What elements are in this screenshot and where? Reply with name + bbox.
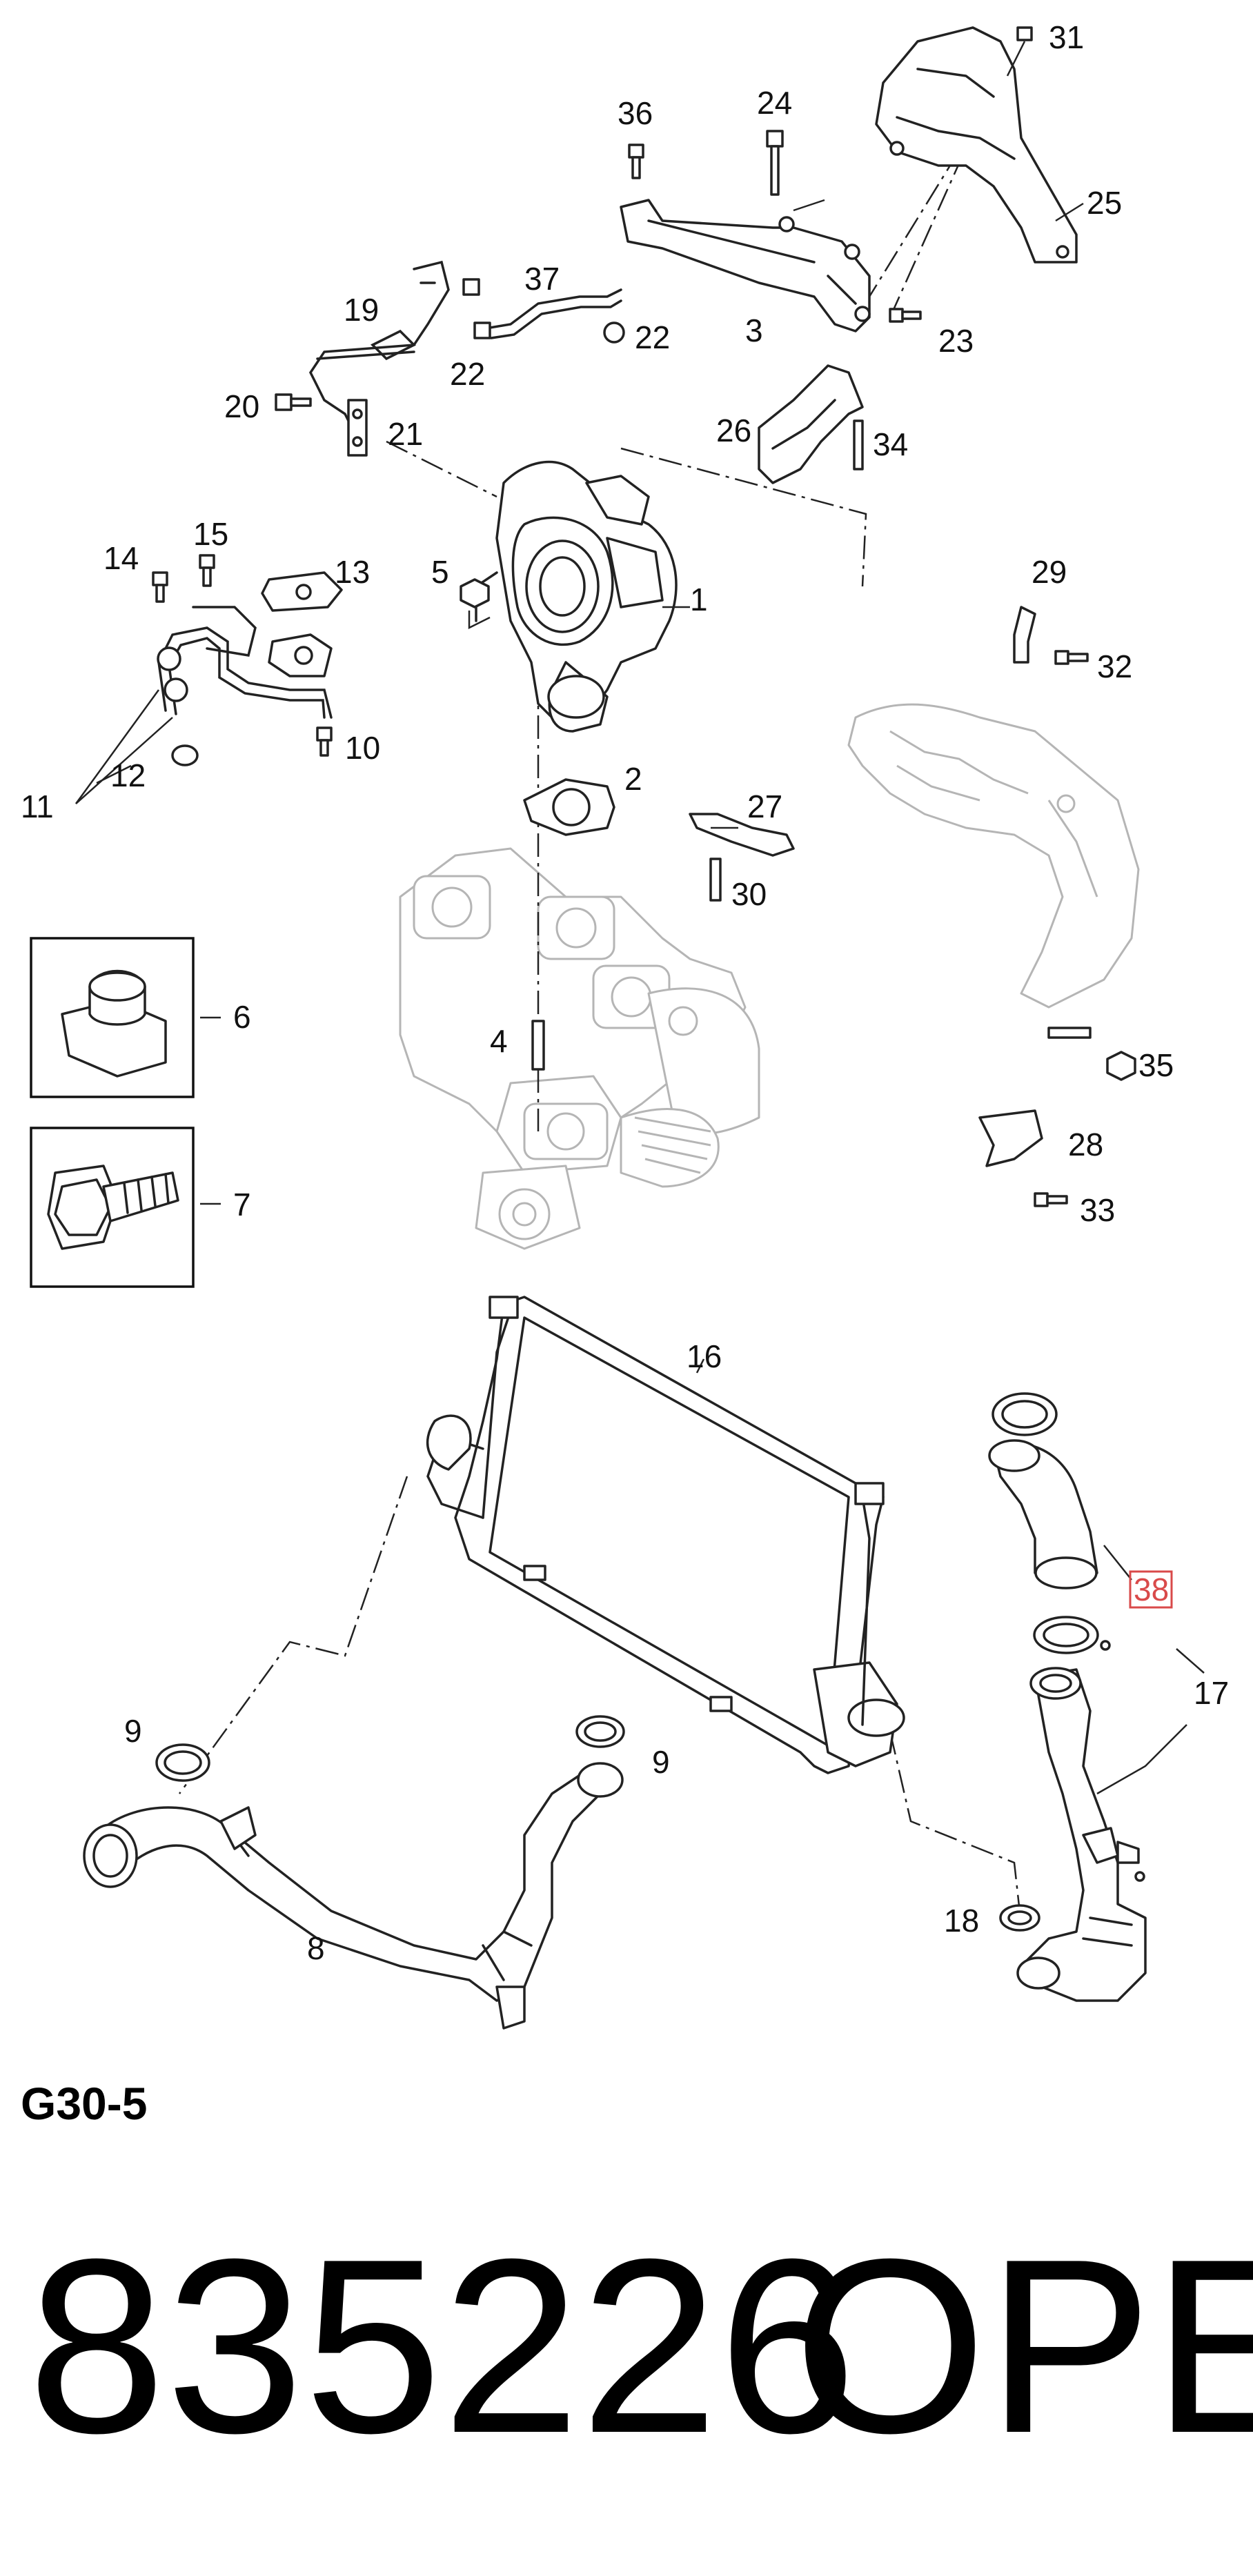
callout-28: 28 xyxy=(1068,1127,1103,1162)
callout-16: 16 xyxy=(687,1338,722,1374)
leader-lines xyxy=(75,199,1205,1795)
callout-1: 1 xyxy=(690,582,708,617)
callout-33: 33 xyxy=(1080,1192,1115,1228)
intercooler-16 xyxy=(426,1296,905,1774)
exhaust-manifold-background xyxy=(399,847,760,1250)
callout-4: 4 xyxy=(490,1023,508,1059)
seal-ring-12 xyxy=(171,744,199,766)
callout-27: 27 xyxy=(747,789,782,824)
bracket-27 xyxy=(689,813,795,857)
callout-23: 23 xyxy=(938,323,974,359)
banjo-bolt-22 xyxy=(462,278,625,344)
bracket-3 xyxy=(620,199,871,333)
callout-22-right: 22 xyxy=(635,319,670,355)
charge-air-pipe-17 xyxy=(1016,1667,1147,2002)
callout-31: 31 xyxy=(1049,19,1084,55)
bolt-15 xyxy=(199,554,215,587)
assembly-lines xyxy=(178,117,1023,1925)
callout-26: 26 xyxy=(716,413,751,448)
bolt-32 xyxy=(1054,650,1089,665)
turbocharger xyxy=(475,460,678,733)
oil-return-pipe-37 xyxy=(473,288,622,339)
charge-air-pipe-8 xyxy=(83,1762,624,2030)
stud-34 xyxy=(853,419,864,470)
callout-19: 19 xyxy=(344,292,379,328)
callout-6: 6 xyxy=(233,999,251,1035)
callout-37: 37 xyxy=(524,261,560,297)
callout-11: 11 xyxy=(21,789,54,824)
callout-18: 18 xyxy=(944,1903,979,1939)
callout-8: 8 xyxy=(307,1930,325,1966)
callout-9-left: 9 xyxy=(124,1713,142,1749)
callout-35: 35 xyxy=(1138,1047,1174,1083)
bolt-14 xyxy=(152,571,168,603)
callout-24: 24 xyxy=(757,85,792,121)
heat-shield-right-background xyxy=(847,703,1140,1009)
nut-35 xyxy=(1106,1051,1136,1081)
bolt-33 xyxy=(1034,1192,1068,1207)
oil-feed-pipe-19 xyxy=(308,260,450,457)
callout-22-left: 22 xyxy=(450,356,485,392)
stud-4 xyxy=(531,1020,545,1071)
brand-name: OPEL xyxy=(793,2208,1253,2485)
callout-21: 21 xyxy=(388,416,423,452)
callout-20: 20 xyxy=(224,388,259,424)
bracket-29 xyxy=(1013,606,1036,664)
heat-shield-25 xyxy=(875,26,1078,264)
bolt-24 xyxy=(766,130,784,196)
callout-25: 25 xyxy=(1087,185,1122,221)
callout-14: 14 xyxy=(103,540,139,576)
detail-box-7 xyxy=(30,1127,195,1288)
nut-5 xyxy=(460,578,491,630)
clamp-9-right xyxy=(575,1715,625,1748)
callout-36: 36 xyxy=(618,95,653,131)
bolt-20 xyxy=(275,393,312,411)
callout-12: 12 xyxy=(110,757,146,793)
clamp-18 xyxy=(999,1904,1040,1932)
callout-15: 15 xyxy=(193,516,228,552)
callout-13: 13 xyxy=(335,554,370,590)
bolt-31 xyxy=(1006,26,1033,77)
hose-38 xyxy=(988,1439,1098,1589)
group-code: G30-5 xyxy=(21,2078,147,2129)
callout-2: 2 xyxy=(624,761,642,797)
callout-30: 30 xyxy=(731,876,767,912)
clamp-upper xyxy=(991,1392,1058,1436)
callout-10: 10 xyxy=(345,730,380,766)
gasket-13 xyxy=(261,571,343,612)
callout-9-right: 9 xyxy=(652,1744,670,1780)
gasket-2 xyxy=(523,778,615,836)
coolant-pipe-11 xyxy=(157,606,333,719)
heat-shield-26 xyxy=(758,364,864,484)
highlight-box-38 xyxy=(1129,1570,1173,1609)
callout-38: 38 xyxy=(1134,1572,1169,1607)
clamp-middle xyxy=(1033,1616,1111,1654)
bolt-10 xyxy=(316,726,333,757)
detail-box-6 xyxy=(30,937,195,1098)
callout-29: 29 xyxy=(1032,554,1067,590)
callout-17: 17 xyxy=(1194,1675,1229,1711)
bracket-28 xyxy=(978,1109,1043,1167)
callout-34: 34 xyxy=(873,426,908,462)
bolt-36 xyxy=(628,143,644,179)
callout-numbers: 1 2 3 4 5 6 7 8 9 9 10 11 12 13 14 15 16… xyxy=(21,19,1229,1966)
callout-3: 3 xyxy=(745,313,763,348)
stud-right xyxy=(1047,1027,1092,1039)
callout-5: 5 xyxy=(431,554,449,590)
bolt-23 xyxy=(889,308,922,323)
callout-32: 32 xyxy=(1097,648,1132,684)
part-number: 835226 xyxy=(28,2208,856,2485)
callout-7: 7 xyxy=(233,1187,251,1222)
clamp-9-left xyxy=(155,1743,210,1782)
stud-30 xyxy=(709,858,722,902)
